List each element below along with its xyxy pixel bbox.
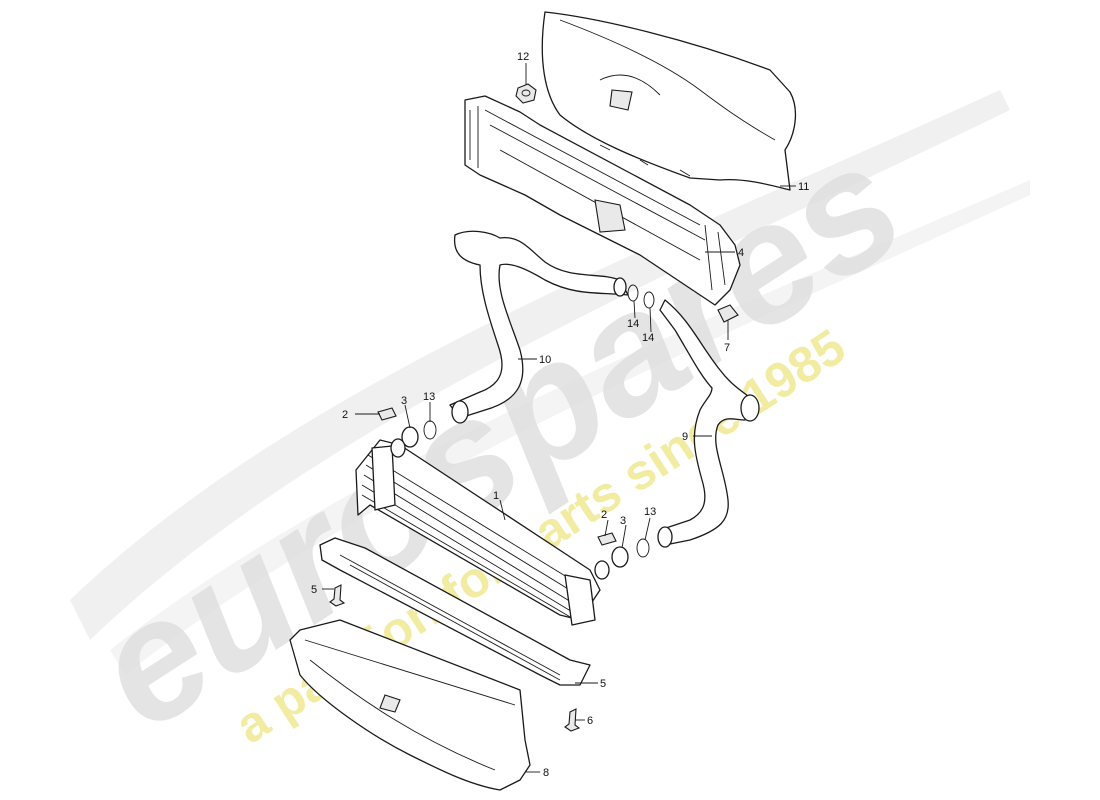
clamps-and-seals: [377, 284, 739, 568]
clip-2a: [377, 407, 397, 421]
callout-1: 1: [493, 490, 499, 502]
callout-6: 6: [587, 715, 593, 727]
callout-labels: 1 2 2 3 3 4 5 5 6 7 8 9 10 11 12 13 13 1…: [311, 51, 809, 779]
callout-3: 3: [401, 395, 407, 407]
callout-11: 11: [798, 181, 809, 193]
callout-9: 9: [682, 431, 688, 443]
callout-2: 2: [342, 409, 348, 421]
clamp-3b: [611, 546, 629, 568]
callout-5: 5: [600, 678, 606, 690]
part-9-hose-right: [657, 299, 760, 548]
callout-8: 8: [543, 767, 549, 779]
clip-2b: [597, 532, 617, 546]
part-11-upper-shroud: [541, 11, 797, 191]
callout-13: 13: [423, 391, 435, 403]
part-8-lower-air-guide: [289, 619, 531, 791]
o-ring-13b: [636, 538, 650, 558]
o-ring-14b: [643, 291, 655, 309]
callout-4: 4: [738, 247, 744, 259]
callout-2: 2: [601, 509, 607, 521]
part-6-screws: [329, 584, 581, 732]
watermark-brand: eurospares: [62, 107, 934, 766]
callout-14: 14: [627, 318, 639, 330]
callout-leaders: [322, 63, 796, 773]
watermark-swoosh: [70, 90, 1030, 675]
part-5-lower-carrier: [319, 537, 591, 686]
callout-10: 10: [539, 354, 551, 366]
part-10-hose-left: [449, 230, 629, 424]
callout-12: 12: [517, 51, 529, 63]
part-4-upper-carrier: [464, 95, 741, 306]
callout-3: 3: [620, 515, 626, 527]
callout-5: 5: [311, 584, 317, 596]
part-1-intercooler: [355, 438, 610, 626]
callout-13: 13: [644, 506, 656, 518]
part-12-nut: [515, 83, 537, 104]
callout-14: 14: [642, 332, 654, 344]
o-ring-14a: [627, 284, 639, 302]
callout-7: 7: [724, 342, 730, 354]
clip-7: [717, 304, 739, 323]
